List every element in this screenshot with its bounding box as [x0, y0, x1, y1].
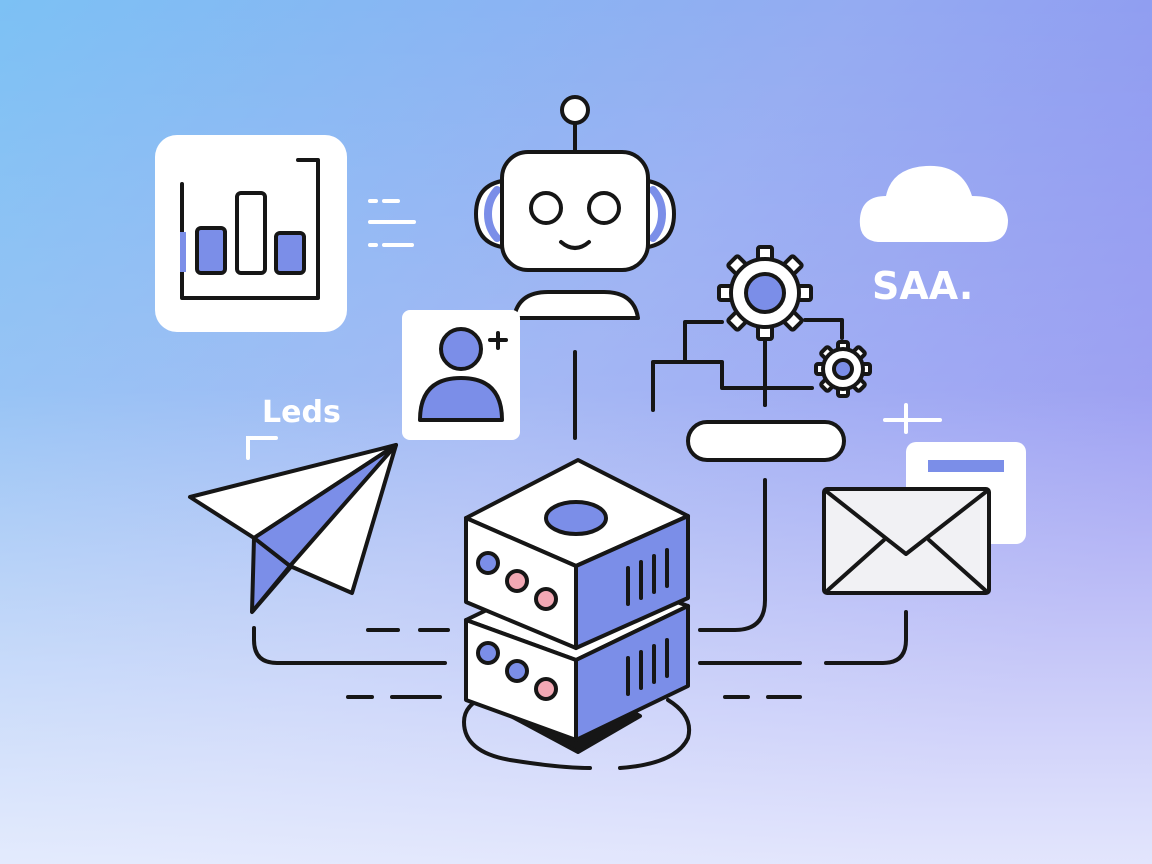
robot-icon [474, 95, 676, 320]
bar-chart-icon [180, 158, 320, 300]
pill-bar [686, 420, 846, 462]
add-user-card [402, 310, 520, 440]
leads-label: Leds [262, 395, 341, 430]
saas-label: SAA. [872, 264, 973, 308]
plus-icon [883, 403, 942, 434]
leads-bracket [246, 436, 278, 460]
server-icon [464, 458, 690, 754]
envelope-icon [822, 487, 991, 595]
paper-plane-icon [188, 443, 398, 614]
gear-icon [717, 245, 813, 341]
cloud-icon [859, 165, 1008, 242]
list-lines-icon [368, 199, 416, 247]
connector-lines [252, 318, 908, 770]
small-gear-icon [814, 340, 872, 398]
bar-chart-card [155, 135, 347, 332]
add-user-icon [418, 327, 508, 422]
